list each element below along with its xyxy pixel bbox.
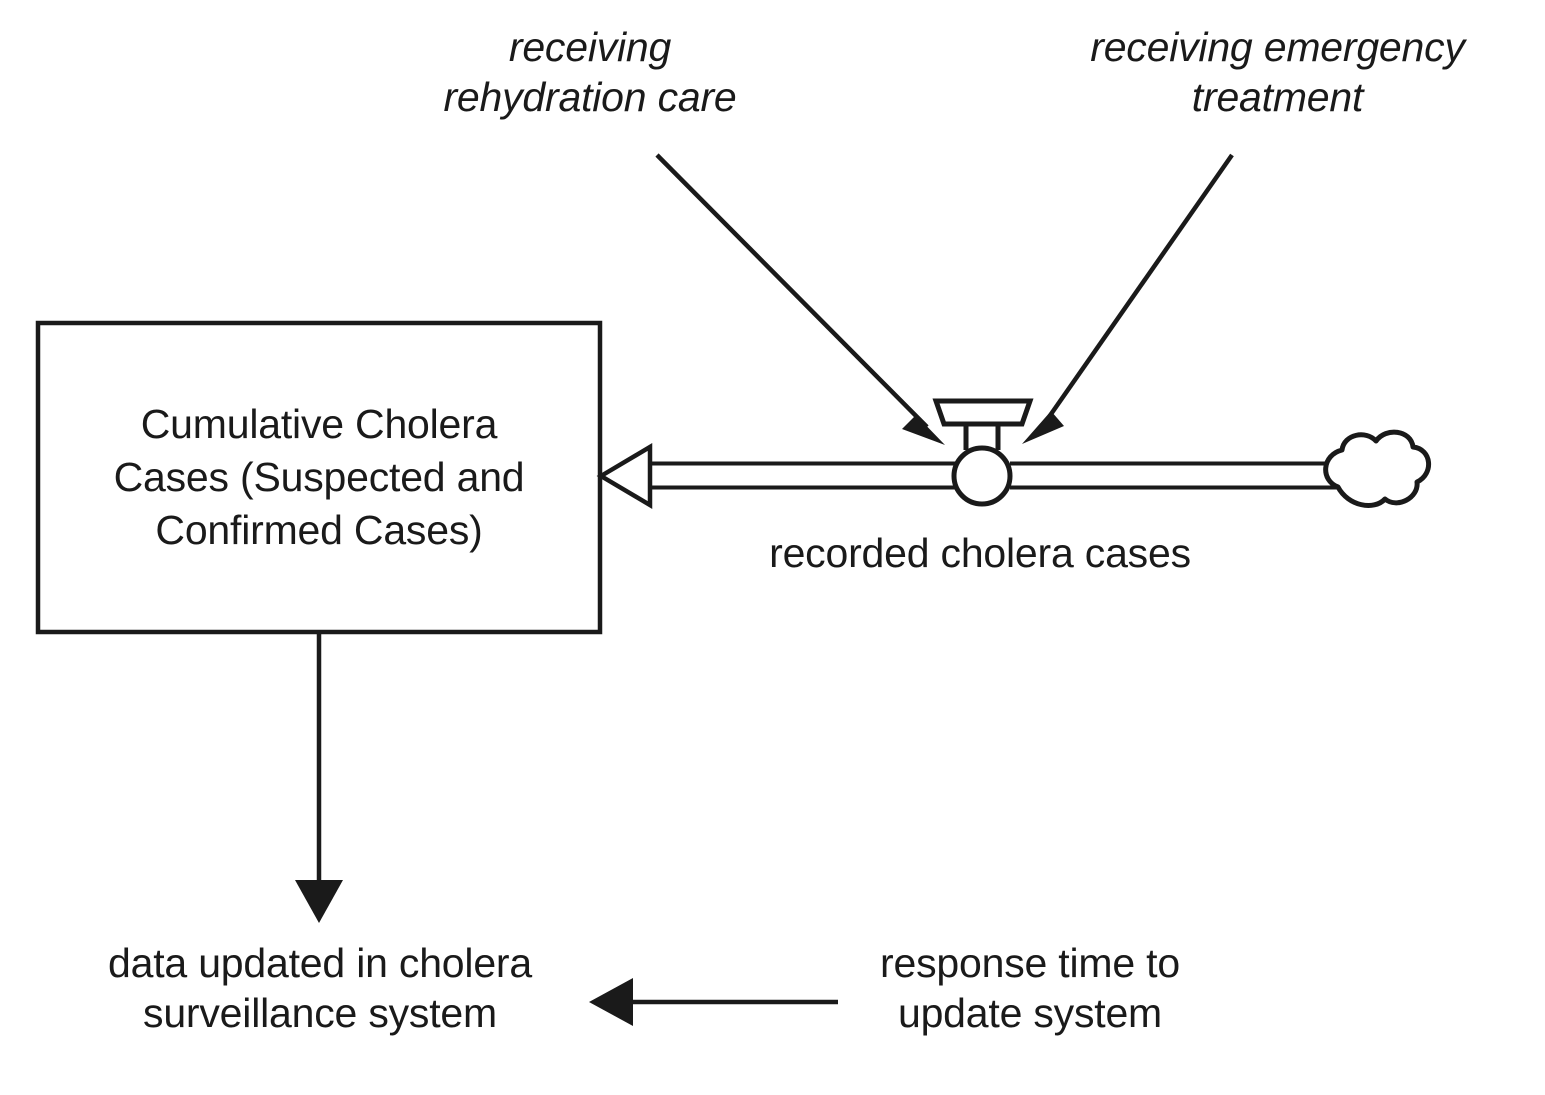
aux-label-receiving-rehydration-care: receiving rehydration care xyxy=(443,24,737,121)
flow-pipe-left xyxy=(648,461,958,490)
variable-label-data-updated-in-cholera-surveillance-system: data updated in cholera surveillance sys… xyxy=(108,940,532,1037)
link-emergency-to-flow[interactable] xyxy=(1022,153,1234,444)
stock-box-cumulative-cholera-cases[interactable] xyxy=(35,320,603,635)
flow-pipe-right xyxy=(1010,461,1340,490)
flow-arrowhead-hollow xyxy=(596,443,653,509)
link-response-time-to-data-updated[interactable] xyxy=(589,978,838,1026)
source-cloud-icon[interactable] xyxy=(1323,429,1431,508)
valve-circle xyxy=(951,445,1013,507)
flow-valve-recorded-cholera-cases[interactable] xyxy=(932,398,1034,507)
stock-label-cumulative-cholera-cases: Cumulative Cholera Cases (Suspected and … xyxy=(113,400,525,554)
variable-label-response-time-to-update-system: response time to update system xyxy=(880,940,1180,1037)
flow-label-recorded-cholera-cases: recorded cholera cases xyxy=(769,530,1191,576)
valve-hat xyxy=(932,398,1034,427)
link-stock-to-data-updated[interactable] xyxy=(295,632,343,923)
aux-label-receiving-emergency-treatment: receiving emergency treatment xyxy=(1090,24,1465,121)
link-rehydration-to-flow[interactable] xyxy=(655,153,945,445)
